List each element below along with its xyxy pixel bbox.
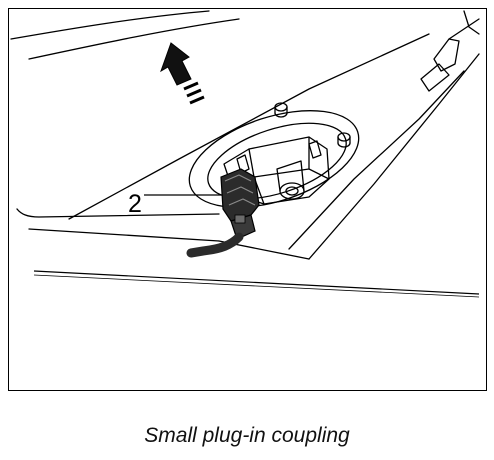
coupling-socket-body xyxy=(276,160,305,192)
latch-tab-left xyxy=(236,154,250,174)
latch-tab-right xyxy=(308,140,322,159)
side-tab xyxy=(420,63,450,92)
panel-edge-lower xyxy=(28,228,220,242)
side-flange xyxy=(463,10,480,35)
corner-bracket-lip xyxy=(448,18,480,40)
figure-caption: Small plug-in coupling xyxy=(144,424,350,447)
plug-connector xyxy=(220,168,260,240)
flange-screw-top xyxy=(274,102,288,118)
socket-housing-ridge xyxy=(248,136,310,178)
mounting-flange-inner xyxy=(207,122,347,200)
lower-edge-line-2 xyxy=(33,274,480,298)
panel-edge-upper xyxy=(68,33,430,220)
coupling-socket-bore xyxy=(285,186,299,196)
socket-housing-face xyxy=(308,168,330,180)
body-panel-contour xyxy=(10,10,210,40)
panel-edge-mid xyxy=(16,208,220,218)
callout-number: 2 xyxy=(128,190,142,218)
plug-cable xyxy=(186,232,244,258)
illustration-drawing xyxy=(10,10,480,298)
body-panel-contour-inner xyxy=(28,18,240,60)
recess-wall-inner xyxy=(288,70,465,250)
lower-edge-line xyxy=(33,270,480,295)
corner-bracket xyxy=(433,38,460,72)
technical-illustration: 2 xyxy=(8,8,487,391)
mounting-flange-outer xyxy=(188,110,360,208)
flange-screw-right xyxy=(337,132,351,148)
direction-arrow-icon xyxy=(160,42,205,105)
recess-wall xyxy=(308,53,480,260)
